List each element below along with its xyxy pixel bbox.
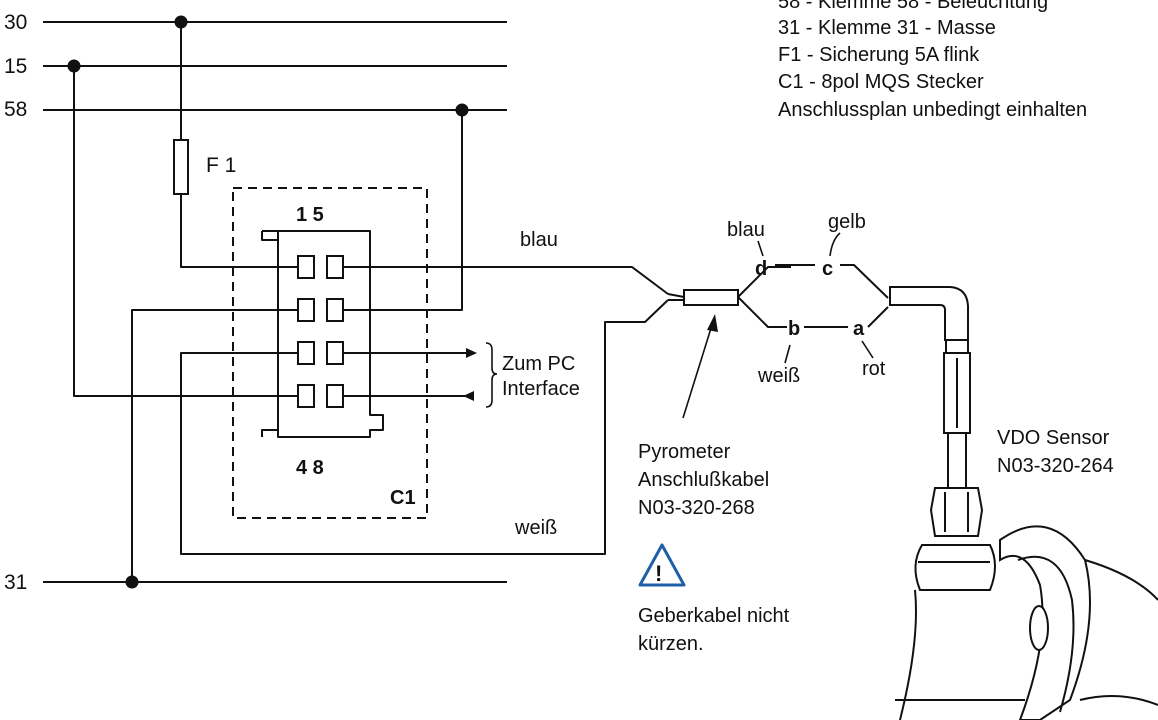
cable-line3: N03-320-268 (638, 497, 755, 519)
fuse-f1-symbol (173, 139, 189, 195)
connector-name-label: C1 (390, 487, 416, 509)
sensor-line2: N03-320-264 (997, 455, 1114, 477)
wire-b-a (804, 306, 889, 328)
brace-icon (485, 342, 498, 408)
pc-interface-line2: Interface (502, 378, 580, 400)
legend: 58 - Klemme 58 - Beleuchtung 31 - Klemme… (778, 0, 1087, 121)
wire-label-blau: blau (520, 229, 558, 251)
connector-c1-outline (232, 187, 428, 519)
bus-label-15: 15 (4, 55, 27, 78)
warning-line2: kürzen. (638, 633, 704, 655)
cable-line1: Pyrometer (638, 441, 731, 463)
plug-pin-c: c (822, 258, 833, 280)
warning-line1: Geberkabel nicht (638, 605, 790, 627)
connector-pin-bottom-label: 4 8 (296, 457, 324, 479)
legend-line-58: 58 - Klemme 58 - Beleuchtung (778, 0, 1048, 13)
plug-pin-b: b (788, 318, 800, 340)
plug-color-weiss: weiß (757, 365, 800, 387)
bus-label-31: 31 (4, 571, 27, 594)
pc-interface-line1: Zum PC (502, 353, 575, 375)
bus-label-30: 30 (4, 11, 27, 34)
wire-blau (342, 266, 669, 295)
connector-c1-housing (261, 230, 384, 438)
svg-text:!: ! (655, 561, 662, 586)
wire-label-weiss: weiß (514, 517, 557, 539)
wire-31-to-connector (131, 309, 300, 582)
vdo-sensor-drawing (889, 286, 1158, 720)
plug-pin-a: a (853, 318, 865, 340)
wire-fuse-to-pin1 (180, 194, 300, 268)
wire-d-c (775, 264, 889, 299)
warning-icon: ! (638, 543, 686, 587)
pyrometer-cable-sleeve (683, 289, 739, 306)
legend-line-f1: F1 - Sicherung 5A flink (778, 44, 980, 66)
cable-pointer-line (682, 324, 713, 419)
plug-color-gelb: gelb (828, 211, 866, 233)
sensor-line1: VDO Sensor (997, 427, 1110, 449)
wire-weiss (180, 299, 669, 555)
cable-pointer-arrow-icon (707, 314, 718, 332)
connector-pin-top-label: 1 5 (296, 204, 324, 226)
cable-line2: Anschlußkabel (638, 469, 769, 491)
legend-line-c1: C1 - 8pol MQS Stecker (778, 71, 984, 93)
arrow-left-icon (463, 391, 474, 401)
bus-label-58: 58 (4, 98, 27, 121)
plug-color-blau: blau (727, 219, 765, 241)
wire-58-to-connector (342, 110, 463, 311)
legend-line-note: Anschlussplan unbedingt einhalten (778, 99, 1087, 121)
arrow-right-icon (466, 348, 477, 358)
plug-pin-d: d (755, 258, 767, 280)
wire-15-to-connector (73, 66, 300, 397)
fuse-label: F 1 (206, 154, 236, 177)
cable-split (737, 266, 791, 328)
plug-color-rot: rot (862, 358, 886, 380)
legend-line-31: 31 - Klemme 31 - Masse (778, 17, 996, 39)
